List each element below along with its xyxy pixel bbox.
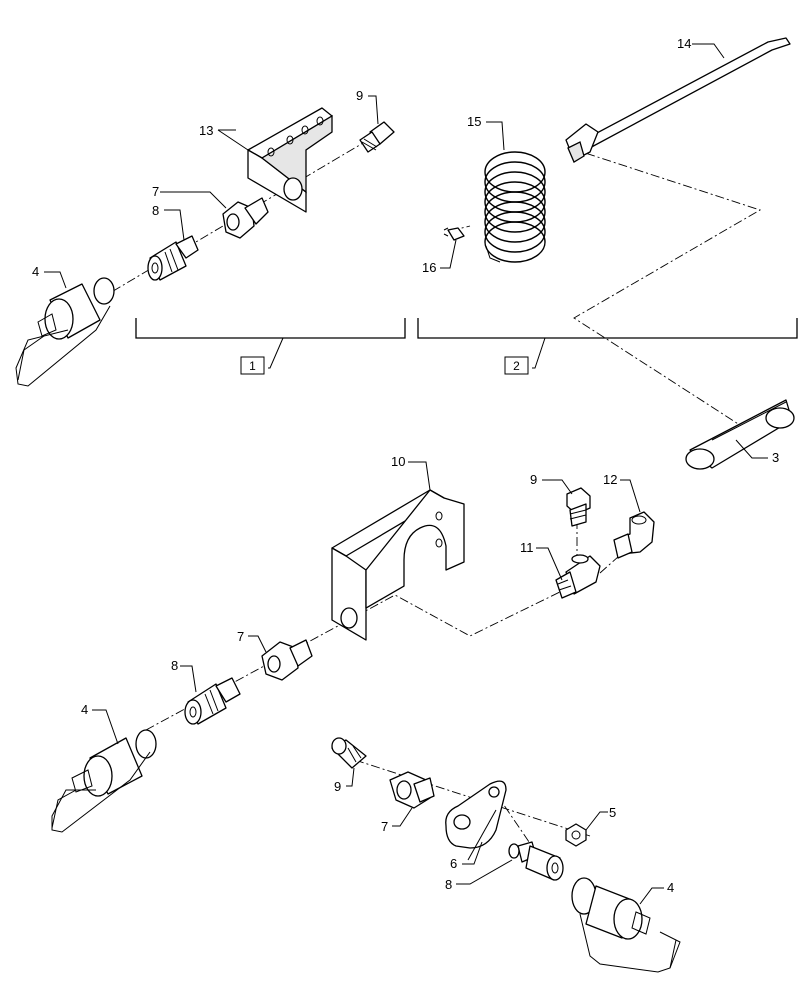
mounting-bracket-13	[247, 107, 333, 213]
tube-14	[565, 37, 791, 163]
dust-cap-4-middle	[51, 729, 157, 833]
callout-15: 15	[467, 114, 481, 129]
callout-2: 2	[513, 359, 520, 373]
group-box-2	[504, 356, 529, 375]
callout-3: 3	[772, 450, 779, 465]
callout-6: 6	[450, 856, 457, 871]
bulkhead-fitting-7-middle	[261, 639, 313, 681]
callout-labels: 13 9 7 8 4 14 15 16 3 10 9 12 11 7 8 4 9…	[32, 36, 779, 895]
bulkhead-fitting-7-bottom	[389, 771, 435, 809]
callout-1: 1	[249, 359, 256, 373]
plug-fitting-9-middle	[566, 487, 591, 527]
callout-8-middle: 8	[171, 658, 178, 673]
tee-fitting-11	[555, 554, 601, 599]
callout-4-top: 4	[32, 264, 39, 279]
coupler-8-bottom	[508, 841, 564, 881]
elbow-fitting-12	[613, 511, 655, 559]
callout-13: 13	[199, 123, 213, 138]
coupler-8-top	[147, 235, 199, 281]
callout-5: 5	[609, 805, 616, 820]
callout-7-middle: 7	[237, 629, 244, 644]
dust-cap-4-bottom	[571, 877, 681, 973]
callout-9-middle: 9	[530, 472, 537, 487]
callout-7-bottom: 7	[381, 819, 388, 834]
nut-5	[565, 823, 587, 847]
bracket-10	[331, 489, 465, 641]
leader-lines	[44, 43, 768, 905]
callout-4-bottom: 4	[667, 880, 674, 895]
mounting-plate-6	[445, 780, 507, 849]
dust-cap-4-top	[15, 277, 115, 387]
callout-10: 10	[391, 454, 405, 469]
group-box-1	[240, 356, 265, 375]
callout-9-top: 9	[356, 88, 363, 103]
group-bracket-1: 1	[135, 318, 406, 375]
fitting-16	[443, 227, 465, 241]
callout-11: 11	[520, 540, 534, 555]
plug-fitting-9-bottom	[331, 737, 367, 769]
callout-16: 16	[422, 260, 436, 275]
callout-9-bottom: 9	[334, 779, 341, 794]
callout-8-top: 8	[152, 203, 159, 218]
callout-12: 12	[603, 472, 617, 487]
callout-14: 14	[677, 36, 691, 51]
group-bracket-2: 2	[417, 318, 798, 375]
coupler-8-middle	[184, 677, 241, 725]
callout-8-bottom: 8	[445, 877, 452, 892]
clip-3	[685, 399, 795, 470]
coil-15	[484, 151, 546, 263]
callout-7-top: 7	[152, 184, 159, 199]
callout-4-middle: 4	[81, 702, 88, 717]
plug-fitting-9-top	[359, 121, 395, 153]
bulkhead-fitting-7-top	[222, 197, 269, 239]
